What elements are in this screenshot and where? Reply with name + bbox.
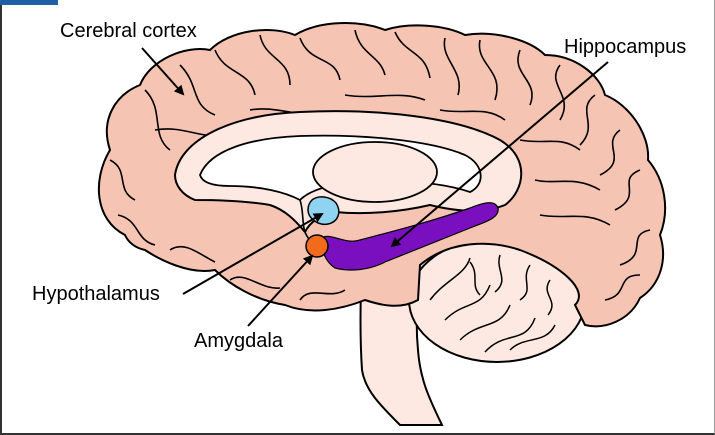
cerebral-cortex-label: Cerebral cortex bbox=[60, 20, 197, 43]
amygdala-label: Amygdala bbox=[194, 330, 283, 353]
hypothalamus-label: Hypothalamus bbox=[32, 283, 160, 306]
amygdala-shape bbox=[306, 235, 328, 257]
hippocampus-label: Hippocampus bbox=[564, 36, 686, 59]
thalamus bbox=[313, 142, 437, 202]
